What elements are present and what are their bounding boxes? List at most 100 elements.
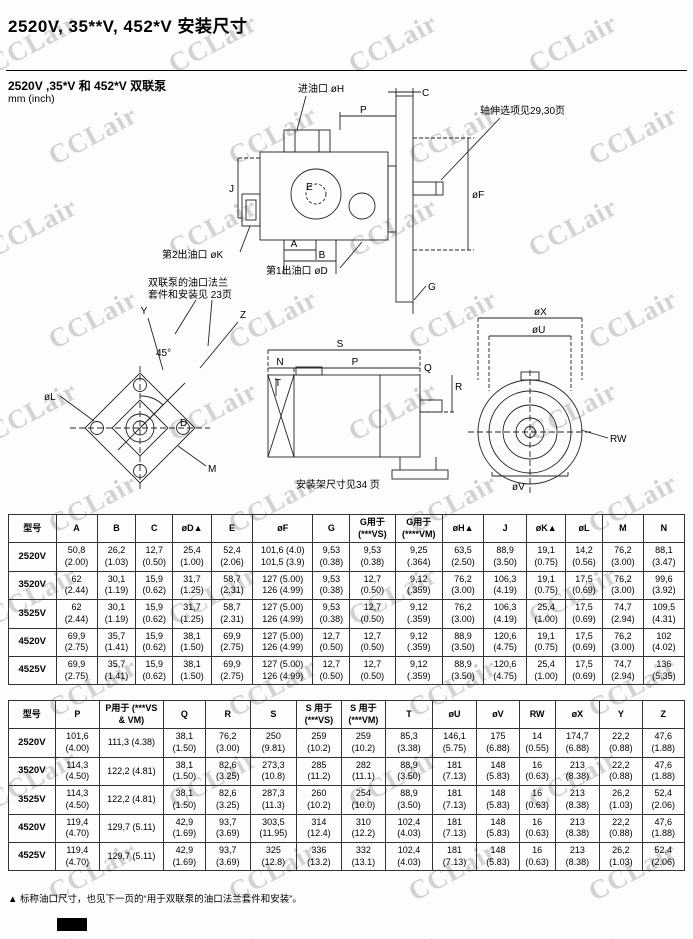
value-cell: 303,5 (11.95) [249, 813, 298, 843]
value-cell: 14 (0.55) [518, 728, 556, 758]
dim-label-a: A [291, 239, 298, 250]
value-cell: 88,9 (3.50) [483, 542, 528, 572]
value-cell: 38,1 (1.50) [162, 756, 207, 787]
value-cell: 88,9 (3.50) [385, 785, 433, 815]
value-cell: 114,3 (4.50) [54, 756, 101, 787]
value-cell: 52,4 (2.06) [641, 785, 686, 815]
value-cell: 310 (12.2) [340, 813, 387, 843]
value-cell: 76,2 (3.00) [601, 542, 644, 572]
value-cell: 26,2 (1.03) [96, 542, 137, 572]
value-cell: 93,7 (3.69) [205, 841, 251, 872]
value-cell: 127 (5.00) 126 (4.99) [252, 599, 314, 629]
value-cell: 38,1 (1.50) [172, 627, 212, 657]
dim-label-e: E [306, 182, 313, 193]
value-cell: 17,5 (0.69) [565, 599, 603, 629]
value-cell: 76,2 (3.00) [442, 599, 485, 629]
value-cell: 148 (5.83) [476, 841, 520, 872]
value-cell: 120,6 (4.75) [483, 627, 528, 657]
note-outlet1: 第1出油口 øD [266, 264, 328, 277]
note-shaft-options: 轴伸选项见29,30页 [480, 104, 565, 117]
value-cell: 109,5 (4.31) [642, 599, 686, 629]
value-cell: 82,6 (3.25) [205, 756, 251, 787]
dim-label-y: Y [141, 306, 148, 317]
value-cell: 250 (9.81) [249, 728, 298, 758]
dim-label-g: G [428, 282, 436, 293]
value-cell: 88,9 (3.50) [442, 655, 485, 686]
value-cell: 213 (8.38) [554, 785, 601, 815]
dim-label-s: S [337, 339, 344, 350]
value-cell: 101,6 (4.0) 101,5 (3.9) [252, 542, 314, 572]
value-cell: 181 (7.13) [431, 841, 478, 872]
value-cell: 148 (5.83) [476, 813, 520, 843]
section-subtitle: 2520V ,35*V 和 452*V 双联泵 [8, 79, 167, 93]
main-view [174, 88, 501, 347]
column-header: C [135, 513, 174, 544]
value-cell: 82,6 (3.25) [205, 785, 251, 815]
model-cell: 2520V [8, 542, 57, 572]
column-header: S 用于 (***VM) [340, 699, 387, 730]
value-cell: 12,7 (0.50) [349, 570, 396, 601]
value-cell: 69,9 (2.75) [210, 655, 254, 686]
dim-label-j: J [229, 184, 234, 195]
note-flange-kit-line1: 双联泵的油口法兰 [148, 276, 228, 289]
column-header: G [312, 513, 351, 544]
value-cell: 16 (0.63) [518, 756, 556, 787]
dim-label-x: øX [534, 307, 547, 318]
value-cell: 332 (13.1) [340, 841, 387, 872]
value-cell: 12,7 (0.50) [349, 599, 396, 629]
value-cell: 22,2 (0.88) [599, 813, 643, 843]
value-cell: 74,7 (2.94) [601, 655, 644, 686]
value-cell: 74,7 (2.94) [601, 599, 644, 629]
value-cell: 325 (12.8) [249, 841, 298, 872]
value-cell: 102 (4.02) [642, 627, 686, 657]
value-cell: 19,1 (0.75) [526, 570, 567, 601]
model-cell: 3525V [8, 785, 56, 815]
model-cell: 3525V [8, 599, 57, 629]
value-cell: 19,1 (0.75) [526, 542, 567, 572]
value-cell: 88,9 (3.50) [385, 756, 433, 787]
value-cell: 69,9 (2.75) [55, 627, 98, 657]
value-cell: 287,3 (11.3) [249, 785, 298, 815]
column-header: B [96, 513, 137, 544]
value-cell: 106,3 (4.19) [483, 599, 528, 629]
value-cell: 12,7 (0.50) [135, 542, 174, 572]
dim-label-p2: P [352, 357, 359, 368]
column-header: øK▲ [526, 513, 567, 544]
value-cell: 9,53 (0.38) [312, 570, 351, 601]
column-header: øH▲ [442, 513, 485, 544]
footnote: ▲ 标称油口尺寸，也见下一页的“用于双联泵的油口法兰套件和安装”。 [8, 894, 302, 905]
note-flange-kit-line2: 套件和安装见 23页 [148, 288, 232, 301]
value-cell: 15,9 (0.62) [135, 627, 174, 657]
value-cell: 127 (5.00) 126 (4.99) [252, 627, 314, 657]
value-cell: 47,6 (1.88) [641, 756, 686, 787]
dim-label-v: øV [512, 482, 525, 493]
value-cell: 148 (5.83) [476, 785, 520, 815]
value-cell: 52,4 (2.06) [210, 542, 254, 572]
column-header: G用于 (***VS) [349, 513, 396, 544]
drawing-area: 进油口 øH 轴伸选项见29,30页 C P J E øF G A B 第2出油… [0, 78, 693, 510]
value-cell: 93,7 (3.69) [205, 813, 251, 843]
value-cell: 146,1 (5.75) [431, 728, 478, 758]
value-cell: 25,4 (1.00) [172, 542, 212, 572]
dim-label-d: D [180, 418, 187, 429]
title-divider [6, 70, 687, 71]
model-cell: 3520V [8, 570, 57, 601]
value-cell: 260 (10.2) [296, 785, 342, 815]
value-cell: 30,1 (1.19) [96, 599, 137, 629]
value-cell: 17,5 (0.69) [565, 627, 603, 657]
value-cell: 69,9 (2.75) [210, 627, 254, 657]
value-cell: 58,7 (2.31) [210, 599, 254, 629]
